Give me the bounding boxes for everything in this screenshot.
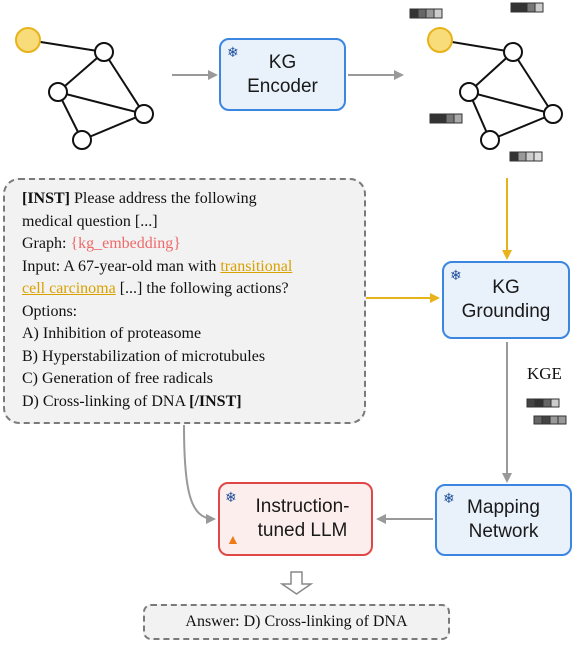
graph-node <box>72 130 92 150</box>
mapping-network-label-1: Mapping <box>467 497 540 518</box>
answer-text: Answer: D) Cross-linking of DNA <box>185 613 408 630</box>
kge-vector <box>526 398 560 408</box>
arrow-prompt-to-llm <box>183 424 216 524</box>
graph-node <box>503 42 523 62</box>
snowflake-icon: ❄ <box>227 44 239 60</box>
kg-encoder-label-1: KG <box>268 51 297 73</box>
llm-label-1: Instruction- <box>255 496 350 517</box>
kg-grounding-box: ❄ KG Grounding <box>442 261 570 339</box>
mapping-network-label-2: Network <box>468 521 539 542</box>
inst-close-tag: [/INST] <box>189 392 242 410</box>
embedding-vector <box>429 113 463 124</box>
kge-vector <box>533 415 567 425</box>
answer-box: Answer: D) Cross-linking of DNA <box>143 604 450 640</box>
graph-node <box>134 104 154 124</box>
snowflake-icon: ❄ <box>225 489 237 505</box>
option-a: A) Inhibition of proteasome <box>22 325 202 342</box>
llm-label-2: tuned LLM <box>257 520 348 541</box>
graph-node <box>94 42 114 62</box>
highlight-entity-1: transitional <box>220 257 293 275</box>
arrow-llm-to-answer <box>279 571 314 595</box>
prompt-line-2: medical question [...] <box>22 212 158 230</box>
highlighted-node <box>15 27 41 53</box>
kg-grounding-label-2: Grounding <box>461 301 551 322</box>
options-label: Options: <box>22 302 78 320</box>
prompt-line-1: Please address the following <box>70 190 257 207</box>
fire-icon: ▲ <box>226 531 240 547</box>
input-graph <box>27 39 145 141</box>
embedding-vector <box>509 151 543 162</box>
embedded-graph <box>439 39 554 141</box>
graph-node <box>48 82 68 102</box>
kg-embedding-placeholder: {kg_embedding} <box>70 235 181 252</box>
graph-node <box>480 130 500 150</box>
input-label: Input: A 67-year-old man with <box>22 257 221 275</box>
llm-box: ❄ ▲ Instruction-tuned LLM <box>218 482 373 556</box>
option-b: B) Hyperstabilization of microtubules <box>22 347 266 365</box>
inst-open-tag: [INST] <box>22 190 71 207</box>
snowflake-icon: ❄ <box>450 267 462 283</box>
snowflake-icon: ❄ <box>443 490 455 506</box>
kg-grounding-label-1: KG <box>492 277 520 298</box>
graph-label: Graph: <box>22 235 71 252</box>
graph-node <box>543 104 563 124</box>
prompt-line-5: [...] the following actions? <box>115 280 289 297</box>
embedding-vector <box>510 2 544 13</box>
option-c: C) Generation of free radicals <box>22 370 214 387</box>
kge-label: KGE <box>527 364 562 383</box>
graph-node <box>459 82 479 102</box>
embedding-vector <box>409 8 443 19</box>
option-d: D) Cross-linking of DNA <box>22 392 190 410</box>
highlight-entity-2: cell carcinoma <box>22 280 116 297</box>
prompt-box: [INST] Please address the following medi… <box>3 178 366 424</box>
kg-encoder-label-2: Encoder <box>247 75 318 97</box>
highlighted-node <box>427 27 453 53</box>
